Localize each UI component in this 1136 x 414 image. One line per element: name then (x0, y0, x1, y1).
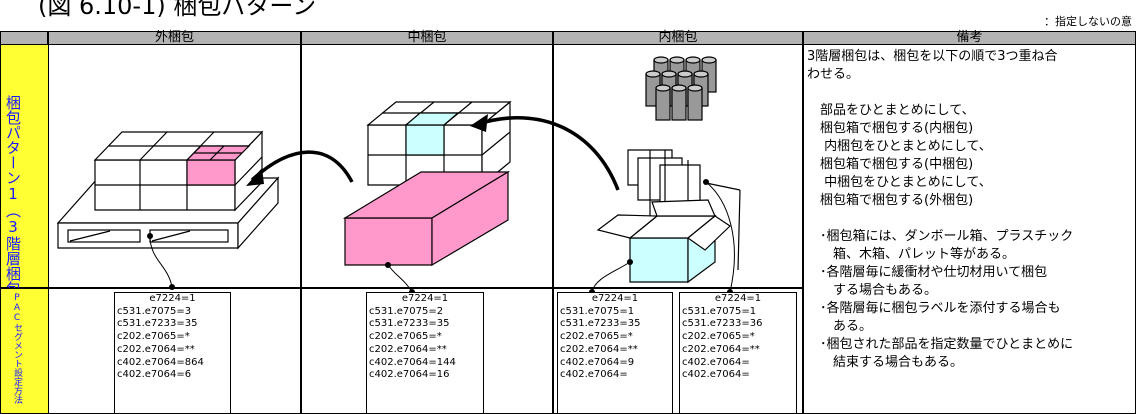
segment-line: c202.e7065=* (369, 331, 442, 343)
segment-line: c202.e7065=* (682, 331, 755, 343)
column-divider (300, 44, 302, 414)
outer-pink-front (186, 159, 236, 186)
middle-pink-front (344, 217, 433, 266)
remarks-line: 中梱包をひとまとめにして、 (807, 175, 992, 190)
page-title: (図 6.10-1) 梱包パターン (38, 0, 317, 20)
segment-line: e7224=1 (149, 293, 196, 304)
remarks-line: 箱、木箱、パレット等がある。 (807, 247, 1016, 262)
segment-outer: e7224=1 c531.e7075=3 c531.e7233=35 c202.… (114, 292, 231, 414)
segment-inner-2: e7224=1 c531.e7075=1 c531.e7233=36 c202.… (679, 292, 797, 414)
pallet-side (237, 176, 279, 250)
segment-line: c202.e7065=* (117, 331, 190, 343)
remarks-line: 結束する場合もある。 (807, 355, 964, 370)
segment-line: c402.e7064=9 (560, 356, 635, 368)
remarks-line: 3階層梱包は、梱包を以下の順で3つ重ね合 (807, 49, 1058, 64)
remarks-line: 内梱包をひとまとめにして、 (807, 139, 992, 154)
inner-flap-back (651, 199, 716, 217)
segment-line: c402.e7064= (682, 356, 750, 368)
row-label-pattern: 梱包パターン1（3階層梱包） (0, 44, 49, 311)
segment-inner-1: e7224=1 c531.e7075=1 c531.e7233=35 c202.… (557, 292, 673, 414)
segment-line: c402.e7064= (560, 369, 628, 381)
segment-line: c531.e7233=35 (560, 318, 641, 330)
leader-lines (149, 181, 735, 293)
segment-line: c202.e7065=* (560, 331, 633, 343)
column-divider (802, 44, 804, 414)
segment-line: c531.e7075=2 (369, 305, 444, 317)
remarks-line (807, 210, 1133, 228)
segment-line: e7224=1 (591, 293, 639, 304)
segment-line: c202.e7064=** (682, 343, 760, 355)
segment-line: c531.e7233=35 (369, 318, 450, 330)
segment-line: c402.e7064=6 (117, 369, 192, 381)
column-divider (552, 44, 554, 414)
row-label-segment-text: PACセグメント設定方法 (12, 293, 22, 404)
segment-line: c202.e7064=** (560, 343, 638, 355)
row-label-pattern-text: 梱包パターン1（3階層梱包） (4, 95, 22, 311)
remarks-line: する場合もある。 (807, 283, 938, 298)
inner-cylinders (645, 56, 717, 121)
middle-pink-side (431, 170, 509, 267)
segment-line: c531.e7075=1 (682, 305, 757, 317)
segment-line: c202.e7064=** (117, 343, 195, 355)
segment-line: c531.e7233=35 (117, 318, 198, 330)
remarks-line: 部品をひとまとめにして、 (807, 103, 975, 118)
row-label-segment: PACセグメント設定方法 (0, 288, 49, 414)
segment-middle: e7224=1 c531.e7075=2 c531.e7233=35 c202.… (366, 292, 484, 414)
segment-line: c402.e7064=864 (117, 356, 204, 368)
remarks-line: 梱包箱で梱包する(中梱包) (807, 157, 974, 172)
remarks-text: 3階層梱包は、梱包を以下の順で3つ重ね合 わせる。 部品をひとまとめにして、 梱… (807, 48, 1133, 372)
remarks-line: ･梱包箱には、ダンボール箱、プラスチック (807, 229, 1074, 244)
remarks-line: 梱包箱で梱包する(内梱包) (807, 121, 974, 136)
remarks-line: ･各階層毎に梱包ラベルを添付する場合も (807, 301, 1061, 316)
remarks-line: ある。 (807, 319, 873, 334)
middle-cyan-front (405, 124, 445, 156)
segment-line: c402.e7064= (682, 369, 750, 381)
remarks-line: 梱包箱で梱包する(外梱包) (807, 193, 974, 208)
inner-cyan-front (629, 237, 689, 283)
remarks-line: わせる。 (807, 67, 860, 82)
segment-line: c402.e7064=144 (369, 356, 456, 368)
remarks-line (807, 84, 1133, 102)
arrow-middle-to-outer (250, 150, 354, 183)
segment-line: c202.e7064=** (369, 343, 447, 355)
segment-line: e7224=1 (714, 293, 762, 304)
remarks-line: ･梱包された部品を指定数量でひとまとめに (807, 337, 1074, 352)
remarks-line: ･各階層毎に緩衝材や仕切材用いて梱包 (807, 265, 1048, 280)
row-divider (48, 287, 803, 289)
inner-flap-left (596, 214, 659, 239)
segment-line: e7224=1 (401, 293, 449, 304)
arrow-inner-to-middle (477, 116, 620, 191)
inner-flap-right (687, 215, 731, 251)
middle-cyan-top (404, 112, 460, 126)
segment-line: c402.e7064=16 (369, 369, 450, 381)
segment-line: c531.e7233=36 (682, 318, 763, 330)
legend-note: ：指定しないの意 (1044, 15, 1132, 28)
segment-line: c531.e7075=3 (117, 305, 192, 317)
segment-line: c531.e7075=1 (560, 305, 635, 317)
